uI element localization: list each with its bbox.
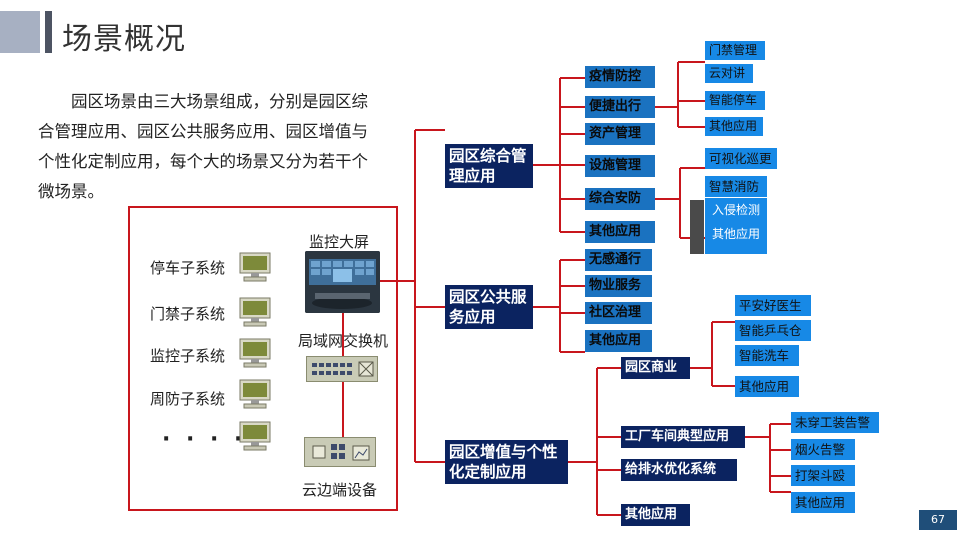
security-leaf: 入侵检测 xyxy=(712,201,760,218)
edge-label: 云边端设备 xyxy=(302,479,377,500)
commerce-leaf: 其他应用 xyxy=(735,376,799,397)
value-added-item: 工厂车间典型应用 xyxy=(621,426,745,448)
public-item: 无感通行 xyxy=(585,249,652,271)
category-management: 园区综合管理应用 xyxy=(445,144,533,188)
category-public: 园区公共服务应用 xyxy=(445,285,533,329)
management-item: 资产管理 xyxy=(585,123,655,145)
commerce-leaf: 智能洗车 xyxy=(735,345,799,366)
security-leaf: 智慧消防 xyxy=(705,176,767,197)
value-added-item: 给排水优化系统 xyxy=(621,459,737,481)
management-item: 综合安防 xyxy=(585,188,655,210)
network-switch-icon xyxy=(306,356,378,382)
page-number: 67 xyxy=(919,510,957,530)
value-added-item: 园区商业 xyxy=(621,357,690,379)
travel-leaf: 其他应用 xyxy=(705,117,763,136)
factory-leaf: 未穿工装告警 xyxy=(791,412,879,433)
management-item: 设施管理 xyxy=(585,155,655,177)
subsystem-label: 停车子系统 xyxy=(150,257,225,278)
security-leaf: 可视化巡更 xyxy=(705,148,777,169)
switch-label: 局域网交换机 xyxy=(298,330,388,351)
subsystem-label: 周防子系统 xyxy=(150,388,225,409)
factory-leaf: 烟火告警 xyxy=(791,439,855,460)
travel-leaf: 门禁管理 xyxy=(705,41,765,60)
monitor-icon xyxy=(239,379,271,409)
video-wall-icon xyxy=(305,251,380,313)
edge-device-icon xyxy=(304,437,376,467)
subsystem-label: 监控子系统 xyxy=(150,345,225,366)
screen-label: 监控大屏 xyxy=(309,231,369,252)
monitor-icon xyxy=(239,252,271,282)
factory-leaf: 打架斗殴 xyxy=(791,465,855,486)
monitor-icon xyxy=(239,421,271,451)
monitor-icon xyxy=(239,338,271,368)
security-leaf: 其他应用 xyxy=(712,225,760,242)
subsystem-label: 门禁子系统 xyxy=(150,303,225,324)
commerce-leaf: 智能乒乓仓 xyxy=(735,320,811,341)
travel-leaf: 智能停车 xyxy=(705,91,765,110)
management-item: 便捷出行 xyxy=(585,96,655,118)
public-item: 物业服务 xyxy=(585,275,652,297)
value-added-item: 其他应用 xyxy=(621,504,690,526)
commerce-leaf: 平安好医生 xyxy=(735,295,811,316)
travel-leaf: 云对讲 xyxy=(705,64,753,83)
security-panel-edge xyxy=(690,200,704,254)
monitor-icon xyxy=(239,297,271,327)
public-item: 社区治理 xyxy=(585,302,652,324)
management-item: 其他应用 xyxy=(585,221,655,243)
public-item: 其他应用 xyxy=(585,330,652,352)
category-value-added: 园区增值与个性化定制应用 xyxy=(445,440,568,484)
management-item: 疫情防控 xyxy=(585,66,655,88)
factory-leaf: 其他应用 xyxy=(791,492,855,513)
